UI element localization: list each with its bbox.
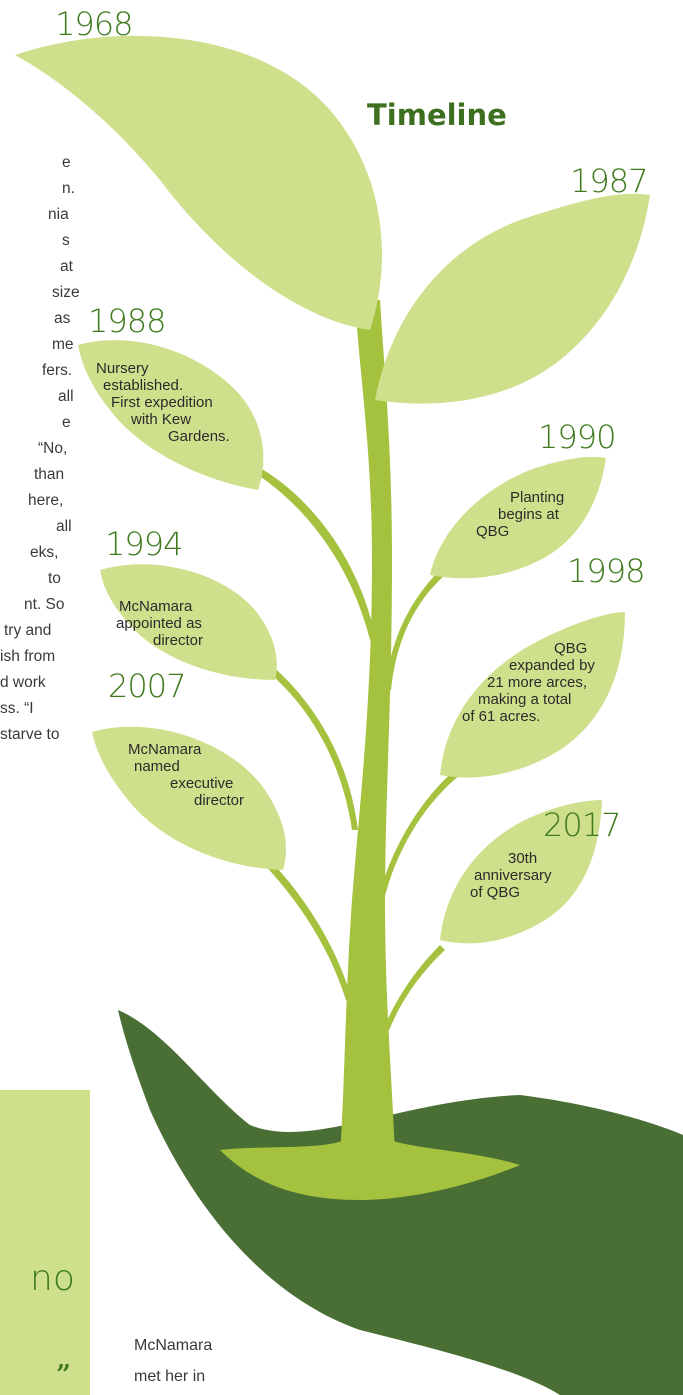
leaf-line: begins at — [498, 506, 559, 523]
caption-line: met her in — [134, 1368, 206, 1385]
article-line: nia — [48, 206, 69, 223]
article-line: starve to — [0, 726, 60, 743]
year-1968: 1968 — [55, 5, 133, 43]
leaf-line: anniversary — [474, 867, 552, 884]
article-line: “No, — [38, 440, 68, 457]
article-line: ish from — [0, 648, 56, 665]
branch-2007 — [255, 850, 352, 1000]
year-2017: 2017 — [543, 806, 621, 844]
caption-line: McNamara — [134, 1337, 213, 1354]
year-2007: 2007 — [108, 667, 186, 705]
hand-shape — [118, 1010, 683, 1395]
article-line: d work — [0, 674, 46, 691]
leaf-line: 30th — [508, 850, 538, 867]
leaf-1990 — [430, 456, 606, 579]
leaf-line: of QBG — [470, 884, 521, 901]
article-line: e — [62, 154, 71, 171]
leaf-1968 — [15, 35, 382, 331]
pull-quote-box — [0, 1090, 90, 1395]
leaf-text-1998: QBG expanded by 21 more arces, making a … — [462, 640, 595, 725]
leaf-line: First expedition — [111, 394, 213, 411]
branch-1990 — [385, 570, 445, 690]
leaf-line: 21 more arces, — [487, 674, 588, 691]
leaf-line: McNamara — [128, 741, 202, 758]
leaf-line: named — [134, 758, 180, 775]
article-line: all — [56, 518, 72, 535]
timeline-title: Timeline — [367, 98, 507, 132]
leaf-line: making a total — [478, 691, 572, 708]
leaf-1994 — [100, 564, 277, 680]
leaf-text-2007: McNamara named executive director — [128, 741, 244, 809]
leaf-text-2017: 30th anniversary of QBG — [470, 850, 552, 901]
article-line: eks, — [30, 544, 59, 561]
article-line: s — [62, 232, 70, 249]
leaf-line: Planting — [510, 489, 565, 506]
branch-1988 — [250, 465, 376, 640]
leaf-line: expanded by — [509, 657, 595, 674]
article-line: as — [54, 310, 71, 327]
main-stem — [340, 300, 395, 1155]
leaf-1987 — [375, 193, 650, 404]
closing-quote-mark: ” — [56, 1360, 71, 1390]
leaf-line: with Kew — [131, 411, 192, 428]
year-1994: 1994 — [105, 525, 183, 563]
article-line: n. — [62, 180, 75, 197]
pull-quote-word: no — [30, 1258, 75, 1299]
branch-1998 — [378, 770, 460, 900]
leaf-line: of 61 acres. — [462, 708, 541, 725]
article-line: at — [60, 258, 73, 275]
year-1987: 1987 — [570, 162, 648, 200]
leaf-text-1990: Planting begins at QBG — [476, 489, 564, 540]
leaf-line: Nursery — [96, 360, 149, 377]
article-line: nt. So — [24, 596, 65, 613]
year-1988: 1988 — [88, 302, 166, 340]
leaf-line: Gardens. — [168, 428, 230, 445]
article-line: size — [52, 284, 80, 301]
leaf-line: executive — [170, 775, 234, 792]
article-line: fers. — [42, 362, 73, 379]
article-line: me — [52, 336, 74, 353]
leaf-line: appointed as — [116, 615, 202, 632]
year-1998: 1998 — [567, 552, 645, 590]
leaf-text-1994: McNamara appointed as director — [116, 598, 203, 649]
article-line: all — [58, 388, 74, 405]
stem-base — [220, 1140, 520, 1200]
article-line: ss. “I — [0, 700, 34, 717]
article-line: here, — [28, 492, 64, 509]
leaf-1988 — [78, 340, 264, 490]
leaf-line: QBG — [554, 640, 588, 657]
article-line: than — [34, 466, 65, 483]
year-1990: 1990 — [538, 418, 616, 456]
leaf-line: QBG — [476, 523, 510, 540]
leaf-2017 — [440, 800, 602, 944]
caption-text: McNamara met her in — [134, 1330, 212, 1392]
leaf-line: established. — [103, 377, 184, 394]
leaf-line: director — [153, 632, 204, 649]
article-line: e — [62, 414, 71, 431]
leaf-line: McNamara — [119, 598, 193, 615]
leaf-line: director — [194, 792, 245, 809]
article-line: try and — [4, 622, 52, 639]
article-text-fragments: e n. nia s at size as me fers. all e “No… — [0, 150, 80, 748]
article-line: to — [48, 570, 61, 587]
leaf-1998 — [440, 612, 625, 778]
leaf-2007 — [92, 726, 286, 870]
leaf-text-1988: Nursery established. First expedition wi… — [96, 360, 230, 445]
